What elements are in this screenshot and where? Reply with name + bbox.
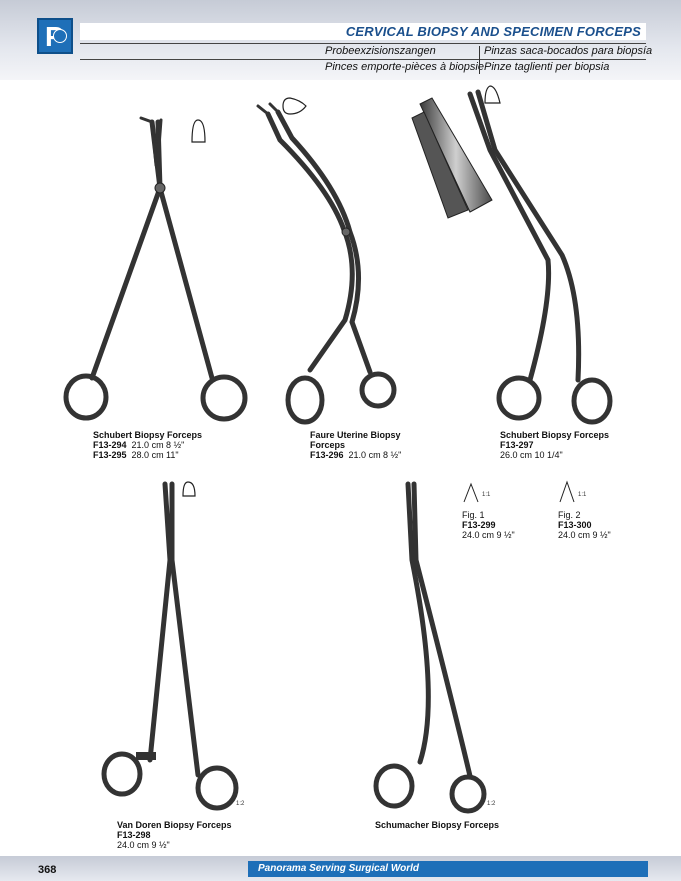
caption-faure-296: Faure Uterine Biopsy Forceps F13-296 21.… xyxy=(310,430,401,460)
product-name: Van Doren Biopsy Forceps xyxy=(117,820,232,830)
divider-top xyxy=(80,43,646,44)
subtitle-fr: Pinces emporte-pièces à biopsie xyxy=(325,61,484,73)
page-title: CERVICAL BIOPSY AND SPECIMEN FORCEPS xyxy=(345,24,641,39)
product-size: 21.0 cm 8 ½" xyxy=(348,450,402,460)
product-size: 24.0 cm 9 ½" xyxy=(462,530,515,540)
product-size: 26.0 cm 10 1/4" xyxy=(500,450,563,460)
product-code: F13-296 xyxy=(310,450,344,460)
subtitle-es: Pinzas saca-bocados para biopsía xyxy=(484,45,653,57)
jaw-profile-icon-3 xyxy=(484,85,501,104)
title-bar xyxy=(80,23,646,40)
product-size: 24.0 cm 9 ½" xyxy=(117,840,170,850)
schumacher-forceps-illustration xyxy=(373,481,487,814)
footer-bar xyxy=(248,861,648,877)
product-code: F13-299 xyxy=(462,520,496,530)
scale-fig1: 1:1 xyxy=(482,492,491,498)
tip-figure-2 xyxy=(559,480,575,503)
product-name: Schumacher Biopsy Forceps xyxy=(375,820,500,830)
subtitle-it: Pinze taglienti per biopsia xyxy=(484,61,610,73)
header-band xyxy=(0,0,681,80)
scale-van-doren: 1:2 xyxy=(236,801,245,807)
caption-fig1: Fig. 1 F13-299 24.0 cm 9 ½" xyxy=(462,510,515,540)
divider-middle xyxy=(80,59,646,60)
subtitle-separator xyxy=(479,46,480,74)
jaw-profile-icon-2 xyxy=(282,97,307,115)
scale-schumacher: 1:2 xyxy=(487,801,496,807)
caption-schubert-297: Schubert Biopsy Forceps F13-297 26.0 cm … xyxy=(500,430,609,460)
product-code: F13-298 xyxy=(117,830,151,840)
jaw-profile-icon-4 xyxy=(182,481,196,497)
van-doren-forceps-illustration xyxy=(101,481,239,811)
product-code: F13-295 xyxy=(93,450,127,460)
product-code: F13-294 xyxy=(93,440,127,450)
product-size: 24.0 cm 9 ½" xyxy=(558,530,611,540)
jaw-profile-icon-1 xyxy=(191,119,206,143)
schubert-forceps-illustration xyxy=(63,116,248,422)
caption-schubert-294: Schubert Biopsy Forceps F13-294 21.0 cm … xyxy=(93,430,202,460)
globe-icon xyxy=(53,29,67,43)
product-size: 21.0 cm 8 ½" xyxy=(131,440,185,450)
product-name: Schubert Biopsy Forceps xyxy=(500,430,610,440)
caption-van-doren-298: Van Doren Biopsy Forceps F13-298 24.0 cm… xyxy=(117,820,232,850)
product-name-cont: Forceps xyxy=(310,440,346,450)
caption-fig2: Fig. 2 F13-300 24.0 cm 9 ½" xyxy=(558,510,611,540)
product-name: Faure Uterine Biopsy xyxy=(310,430,401,440)
product-code: F13-300 xyxy=(558,520,592,530)
jaw-detail-illustration xyxy=(411,97,493,219)
caption-schumacher: Schumacher Biopsy Forceps xyxy=(375,820,499,830)
product-name: Schubert Biopsy Forceps xyxy=(93,430,203,440)
brand-logo: P xyxy=(37,18,73,54)
tip-figure-1 xyxy=(463,482,479,503)
faure-forceps-illustration xyxy=(256,102,397,425)
fig-label: Fig. 2 xyxy=(558,510,581,520)
page-number: 368 xyxy=(38,864,57,876)
product-size: 28.0 cm 11" xyxy=(131,450,179,460)
product-code: F13-297 xyxy=(500,440,534,450)
fig-label: Fig. 1 xyxy=(462,510,485,520)
scale-fig2: 1:1 xyxy=(578,492,587,498)
footer-slogan: Panorama Serving Surgical World xyxy=(258,863,419,874)
schubert-forceps-2-illustration xyxy=(467,89,613,425)
subtitle-de: Probeexzisionszangen xyxy=(325,45,436,57)
